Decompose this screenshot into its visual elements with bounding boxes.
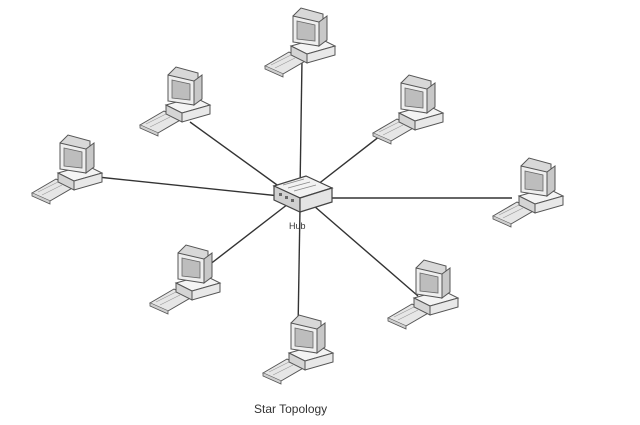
computer-lower-right (387, 259, 459, 330)
computer-left (31, 134, 103, 205)
computer-upper-left (139, 66, 211, 137)
desktop-computer-icon (372, 74, 444, 145)
computer-top (264, 7, 336, 78)
computer-lower-left (149, 244, 221, 315)
desktop-computer-icon (149, 244, 221, 315)
link-lower-left (199, 203, 289, 273)
network-hub-icon (272, 175, 334, 213)
hub-label: Hub (289, 221, 306, 231)
desktop-computer-icon (262, 314, 334, 385)
computer-bottom (262, 314, 334, 385)
desktop-computer-icon (387, 259, 459, 330)
link-upper-left (189, 121, 285, 191)
desktop-computer-icon (492, 157, 564, 228)
desktop-computer-icon (31, 134, 103, 205)
link-lower-right (313, 205, 419, 297)
links (87, 59, 512, 331)
computer-upper-right (372, 74, 444, 145)
link-top (299, 59, 303, 191)
diagram-caption: Star Topology (254, 402, 327, 416)
link-bottom (297, 207, 301, 331)
link-left (87, 175, 281, 197)
desktop-computer-icon (264, 7, 336, 78)
desktop-computer-icon (139, 66, 211, 137)
computer-right (492, 157, 564, 228)
